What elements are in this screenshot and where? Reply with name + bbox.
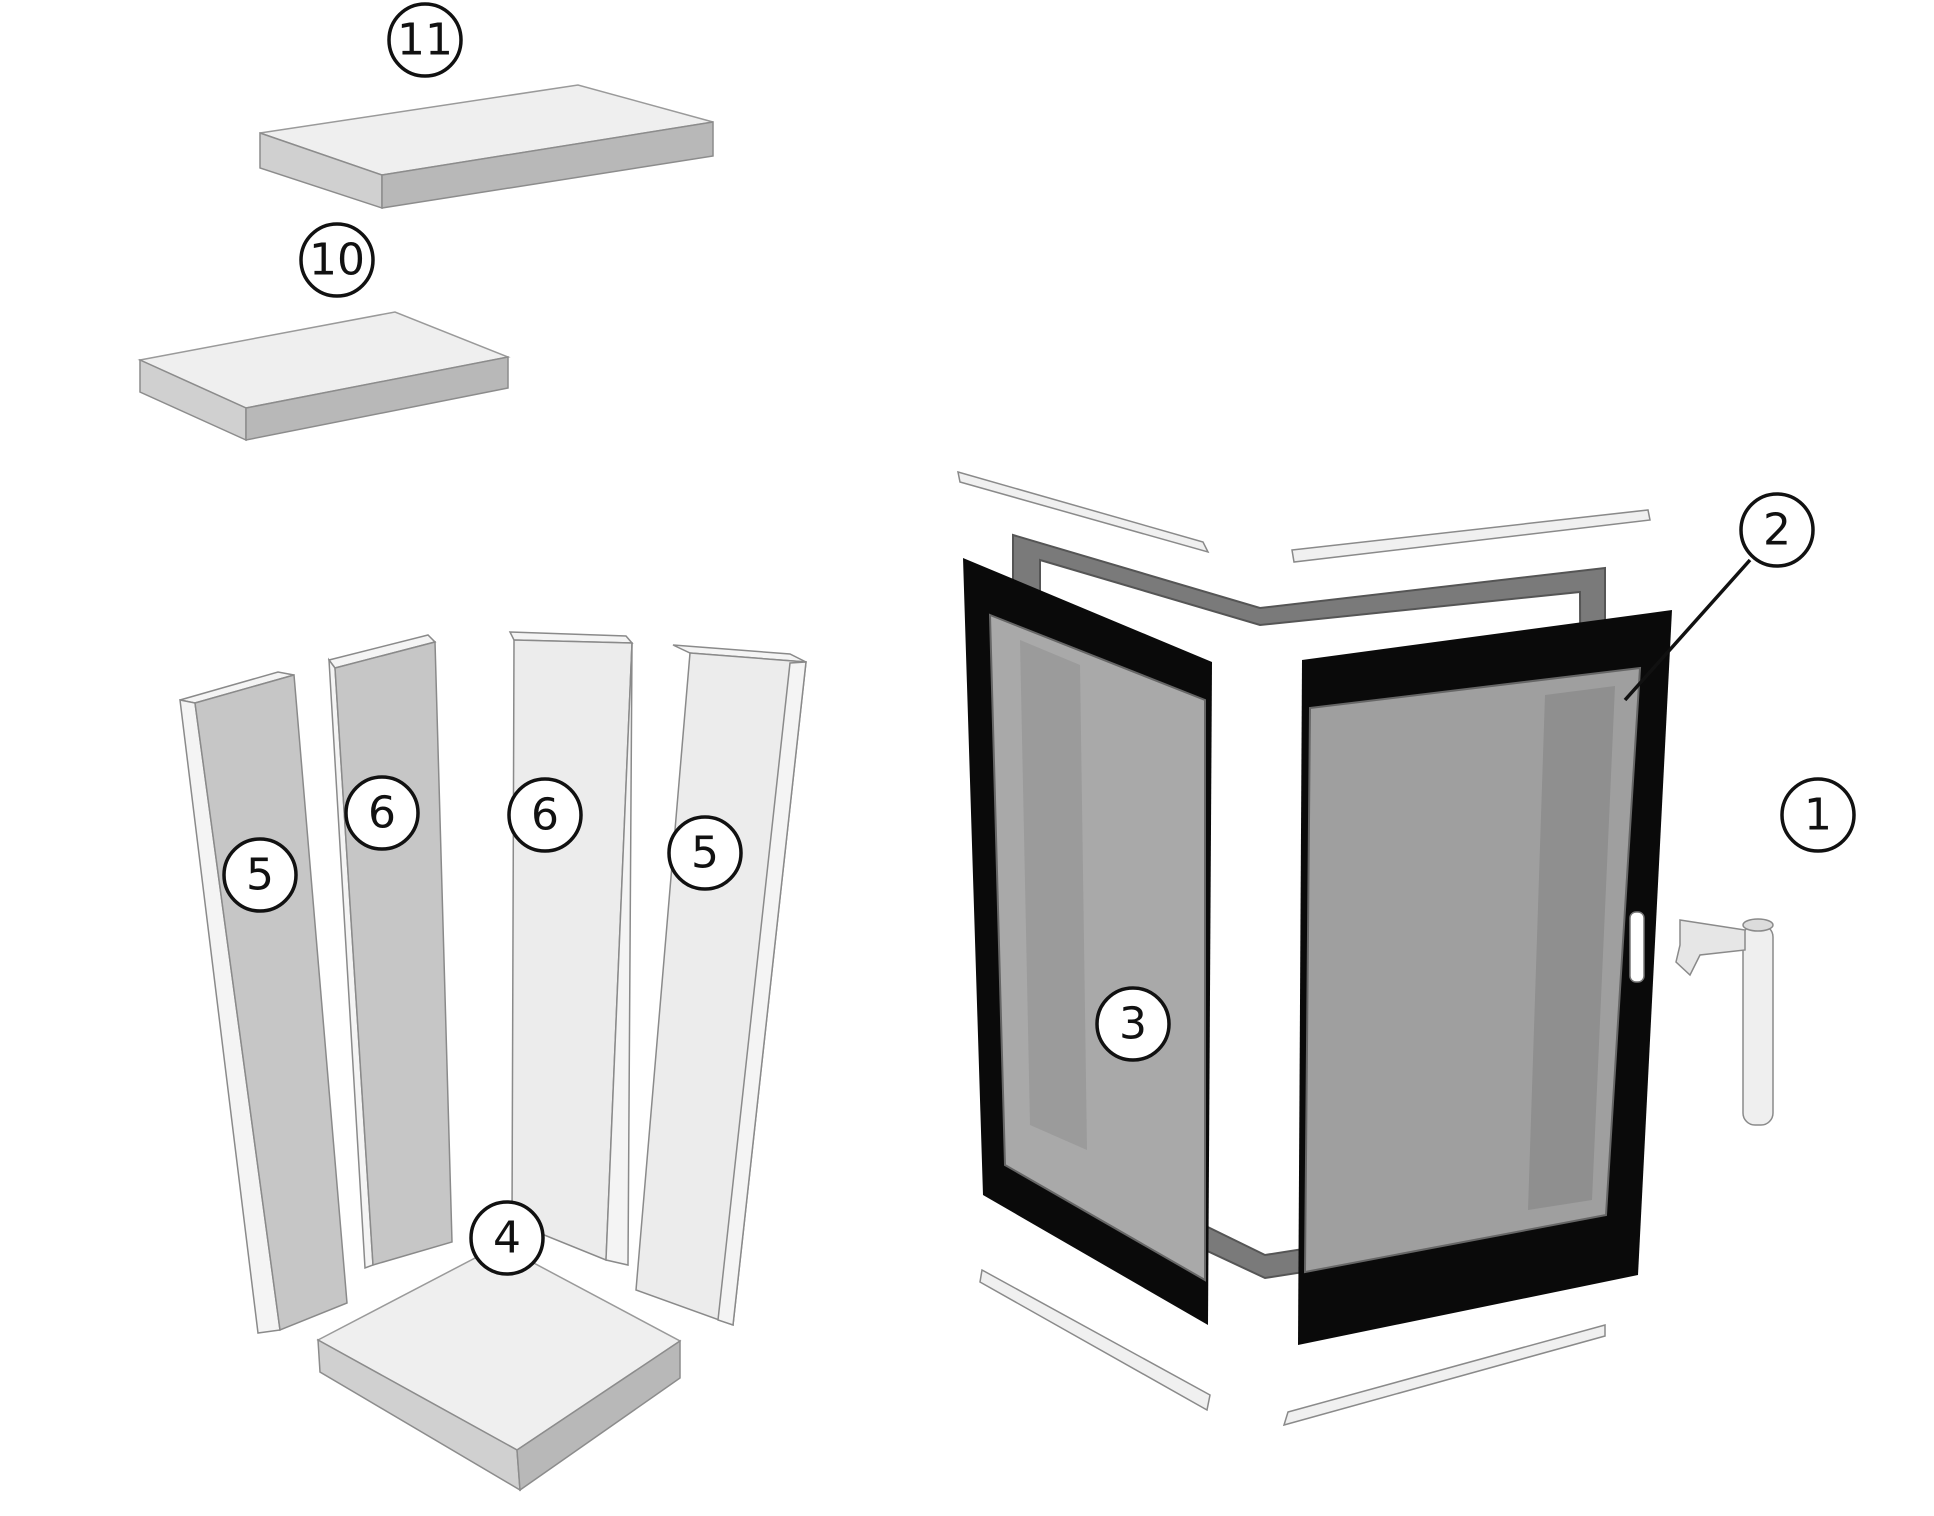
svg-text:4: 4 (493, 1213, 521, 1264)
callout-10: 10 (299, 222, 375, 298)
side-panel-5-right (635, 644, 807, 1327)
svg-text:1: 1 (1804, 790, 1832, 841)
callout-3: 3 (1095, 986, 1171, 1062)
svg-text:5: 5 (246, 850, 274, 901)
svg-text:6: 6 (368, 788, 396, 839)
handle-part-1 (1675, 918, 1774, 1126)
side-panel-6-left (327, 634, 453, 1270)
floor-brick-4 (316, 1244, 682, 1492)
svg-text:11: 11 (397, 15, 453, 66)
svg-text:10: 10 (309, 235, 365, 286)
callout-6-left: 6 (344, 775, 420, 851)
callout-4: 4 (469, 1200, 545, 1276)
side-panel-6-right (508, 631, 634, 1266)
side-panel-5-left (179, 671, 348, 1334)
callout-5-right: 5 (667, 815, 743, 891)
svg-text:6: 6 (531, 790, 559, 841)
callout-6-right: 6 (507, 777, 583, 853)
callout-2: 2 (1739, 492, 1815, 568)
callout-5-left: 5 (222, 837, 298, 913)
callout-1: 1 (1780, 777, 1856, 853)
brick-part-11 (259, 84, 714, 210)
brick-part-10 (137, 311, 511, 442)
svg-text:2: 2 (1763, 505, 1791, 556)
svg-text:5: 5 (691, 828, 719, 879)
svg-text:3: 3 (1119, 999, 1147, 1050)
door-assembly (957, 470, 1752, 1427)
callout-11: 11 (387, 2, 463, 78)
